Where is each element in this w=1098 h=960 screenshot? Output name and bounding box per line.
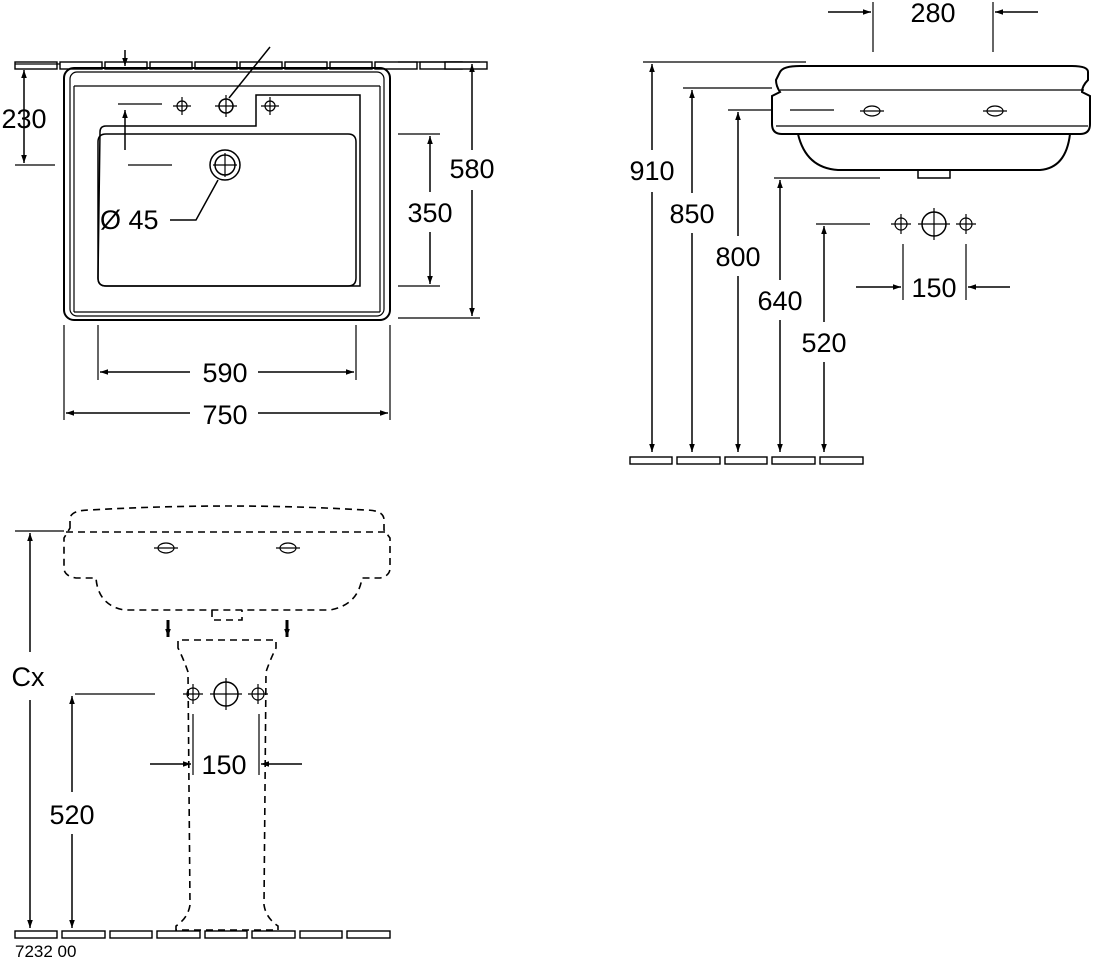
- dim-350-label: 350: [407, 198, 452, 228]
- basin-front-dashed: [63, 505, 391, 621]
- dim-910-label: 910: [629, 156, 674, 186]
- dim-520-pedestal-label: 520: [49, 800, 94, 830]
- dim-150-pedestal-label: 150: [201, 750, 246, 780]
- dim-590-label: 590: [202, 358, 247, 388]
- plan-view: 230 580 350 Ø 45 590 750: [1, 46, 495, 430]
- drain-plan: [128, 149, 241, 221]
- basin-plan-outline: [63, 67, 391, 321]
- dim-150-label: 150: [911, 273, 956, 303]
- wall-strip: [14, 61, 488, 70]
- dim-800-label: 800: [715, 242, 760, 272]
- dim-520-label: 520: [801, 328, 846, 358]
- tap-holes-pedestal: [75, 678, 268, 710]
- dim-230-label: 230: [1, 104, 46, 134]
- floor-strip-side: [629, 456, 864, 465]
- product-code: 7232 00: [15, 942, 76, 960]
- dim-850-label: 850: [669, 199, 714, 229]
- pedestal-view: Cx 520 150: [12, 505, 391, 939]
- dim-diameter-label: Ø 45: [100, 205, 159, 235]
- pedestal-dashed: [175, 639, 279, 931]
- dim-280-label: 280: [910, 0, 955, 28]
- tap-holes-plan: [118, 46, 279, 117]
- floor-strip-pedestal: [14, 930, 391, 939]
- basin-side-outline: [771, 65, 1091, 179]
- dim-580-label: 580: [449, 154, 494, 184]
- dim-cx-label: Cx: [12, 662, 45, 692]
- side-view: 280 910 850 800 640 520: [629, 0, 1091, 465]
- dim-750-label: 750: [202, 400, 247, 430]
- dim-640-label: 640: [757, 286, 802, 316]
- tap-holes-side: [891, 208, 976, 240]
